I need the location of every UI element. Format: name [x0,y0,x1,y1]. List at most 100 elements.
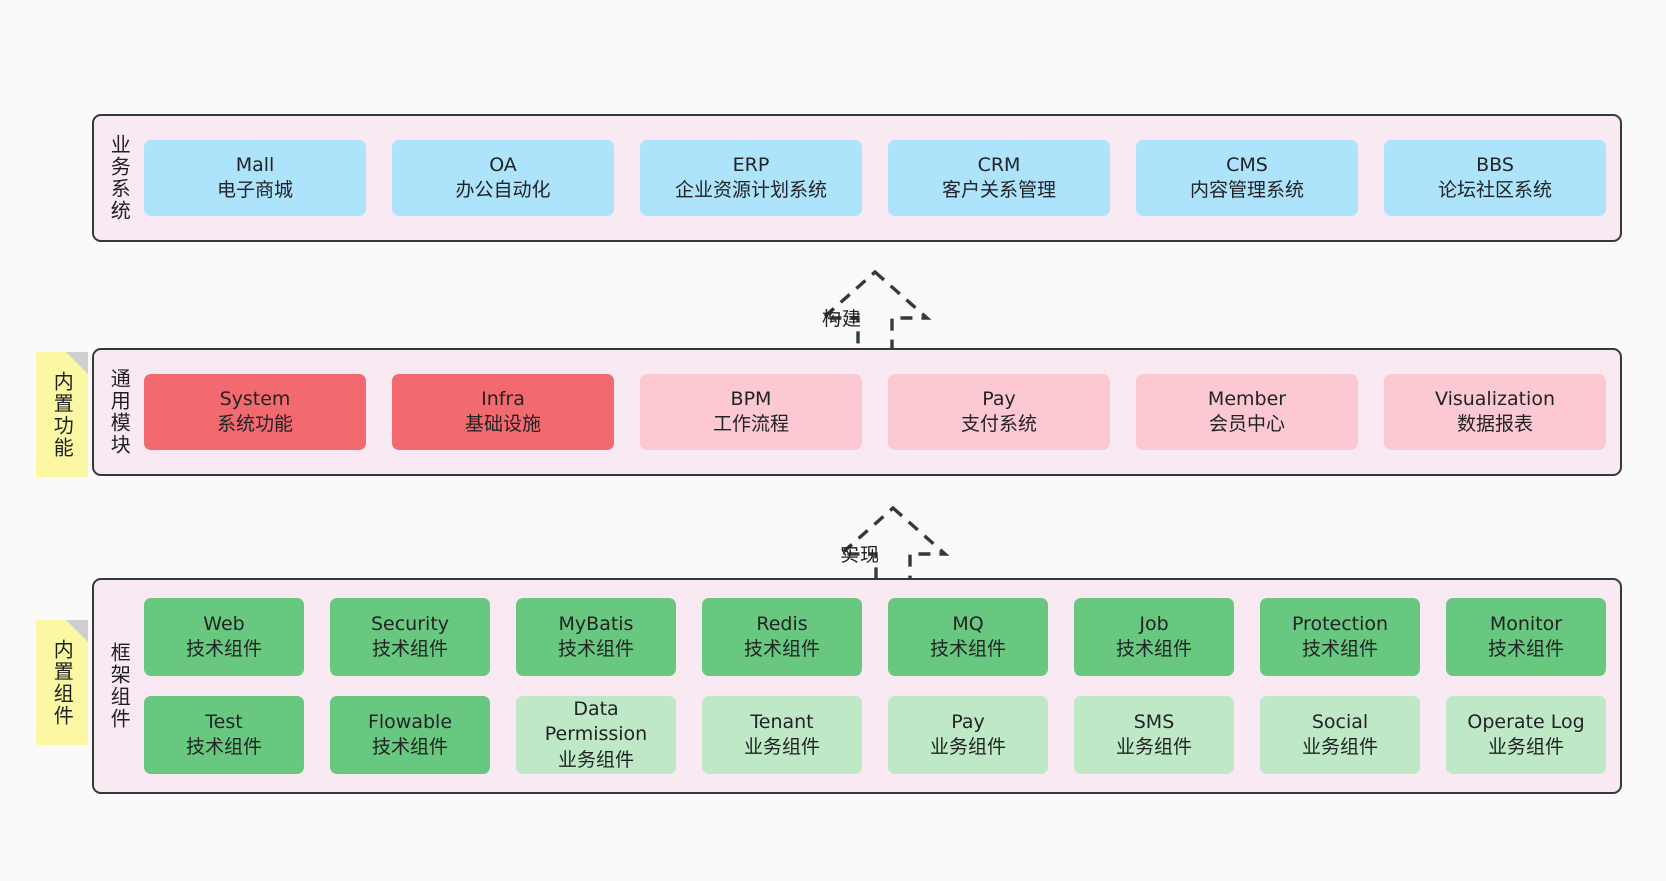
card-subtitle: 办公自动化 [455,179,551,201]
card-flowable[interactable]: Flowable 技术组件 [330,696,490,774]
card-subtitle: 技术组件 [1301,638,1378,660]
card-title: Social [1311,710,1369,733]
card-mq[interactable]: MQ 技术组件 [888,598,1048,676]
card-subtitle: 企业资源计划系统 [674,179,827,201]
card-security[interactable]: Security 技术组件 [330,598,490,676]
card-subtitle: 会员中心 [1208,413,1285,435]
card-pay[interactable]: Pay 支付系统 [888,374,1110,450]
card-social[interactable]: Social 业务组件 [1260,696,1420,774]
card-bbs[interactable]: BBS 论坛社区系统 [1384,140,1606,216]
card-title: Pay [951,710,985,733]
card-title: CMS [1226,153,1268,176]
card-subtitle: 技术组件 [371,736,448,758]
card-monitor[interactable]: Monitor 技术组件 [1446,598,1606,676]
card-row: Web 技术组件 Security 技术组件 MyBatis 技术组件 Redi… [144,598,1606,676]
card-crm[interactable]: CRM 客户关系管理 [888,140,1110,216]
card-title: Data Permission [544,698,648,746]
card-sms[interactable]: SMS 业务组件 [1074,696,1234,774]
card-title: Monitor [1489,612,1563,635]
card-title: Flowable [367,710,453,733]
card-erp[interactable]: ERP 企业资源计划系统 [640,140,862,216]
card-title: Visualization [1434,387,1555,410]
layer-title-framework-component: 框架组件 [107,642,132,730]
card-protection[interactable]: Protection 技术组件 [1260,598,1420,676]
card-subtitle: 技术组件 [185,736,262,758]
card-row: System 系统功能 Infra 基础设施 BPM 工作流程 Pay 支付系统… [144,374,1606,450]
card-subtitle: 技术组件 [1487,638,1564,660]
card-oa[interactable]: OA 办公自动化 [392,140,614,216]
card-title: Mall [235,153,275,176]
card-title: Tenant [750,710,814,733]
card-title: Redis [756,612,808,635]
card-member[interactable]: Member 会员中心 [1136,374,1358,450]
card-subtitle: 技术组件 [743,638,820,660]
card-subtitle: 业务组件 [1115,736,1192,758]
card-title: ERP [732,153,770,176]
card-subtitle: 系统功能 [216,413,293,435]
card-subtitle: 支付系统 [960,413,1037,435]
card-tenant[interactable]: Tenant 业务组件 [702,696,862,774]
card-subtitle: 业务组件 [1301,736,1378,758]
layer-title-common-module: 通用模块 [107,368,132,456]
card-subtitle: 内容管理系统 [1189,179,1304,201]
card-title: SMS [1133,710,1175,733]
card-title: Operate Log [1467,710,1585,733]
card-title: BPM [730,387,772,410]
arrow-label-realize: 实现 [839,544,880,566]
card-subtitle: 业务组件 [557,748,634,771]
layer-business-system: 业务系统 Mall 电子商城 OA 办公自动化 ERP 企业资源计划系统 CRM… [92,114,1622,242]
card-subtitle: 业务组件 [743,736,820,758]
card-subtitle: 客户关系管理 [941,179,1056,201]
card-row: Test 技术组件 Flowable 技术组件 Data Permission … [144,696,1606,774]
card-title: Web [203,612,245,635]
card-title: Pay [982,387,1016,410]
card-subtitle: 技术组件 [1115,638,1192,660]
card-mall[interactable]: Mall 电子商城 [144,140,366,216]
card-subtitle: 数据报表 [1456,413,1533,435]
card-operate-log[interactable]: Operate Log 业务组件 [1446,696,1606,774]
layer-framework-component: 框架组件 Web 技术组件 Security 技术组件 MyBatis 技术组件… [92,578,1622,794]
card-title: Test [205,710,243,733]
card-test[interactable]: Test 技术组件 [144,696,304,774]
card-title: OA [489,153,517,176]
layer-common-module: 通用模块 System 系统功能 Infra 基础设施 BPM 工作流程 Pay… [92,348,1622,476]
arrow-label-build: 构建 [821,308,862,330]
card-system[interactable]: System 系统功能 [144,374,366,450]
card-visualization[interactable]: Visualization 数据报表 [1384,374,1606,450]
card-title: MQ [952,612,984,635]
card-title: System [219,387,291,410]
layer-body-framework-component: Web 技术组件 Security 技术组件 MyBatis 技术组件 Redi… [144,580,1620,792]
card-subtitle: 技术组件 [371,638,448,660]
card-data-permission[interactable]: Data Permission 业务组件 [516,696,676,774]
arrow-realize: 实现 [775,500,950,594]
card-redis[interactable]: Redis 技术组件 [702,598,862,676]
layer-body-business-system: Mall 电子商城 OA 办公自动化 ERP 企业资源计划系统 CRM 客户关系… [144,116,1620,240]
card-subtitle: 技术组件 [557,638,634,660]
card-web[interactable]: Web 技术组件 [144,598,304,676]
card-title: Member [1207,387,1287,410]
card-subtitle: 电子商城 [216,179,293,201]
card-subtitle: 技术组件 [929,638,1006,660]
note-label: 内置组件 [50,638,75,727]
card-row: Mall 电子商城 OA 办公自动化 ERP 企业资源计划系统 CRM 客户关系… [144,140,1606,216]
card-title: CRM [977,153,1021,176]
note-builtin-component: 内置组件 [36,620,88,745]
card-job[interactable]: Job 技术组件 [1074,598,1234,676]
card-title: Job [1139,612,1169,635]
card-cms[interactable]: CMS 内容管理系统 [1136,140,1358,216]
card-subtitle: 基础设施 [464,413,541,435]
card-title: Protection [1291,612,1389,635]
card-pay-business[interactable]: Pay 业务组件 [888,696,1048,774]
card-title: BBS [1476,153,1514,176]
arrow-build: 构建 [757,264,932,358]
card-bpm[interactable]: BPM 工作流程 [640,374,862,450]
card-infra[interactable]: Infra 基础设施 [392,374,614,450]
layer-body-common-module: System 系统功能 Infra 基础设施 BPM 工作流程 Pay 支付系统… [144,350,1620,474]
card-mybatis[interactable]: MyBatis 技术组件 [516,598,676,676]
layer-title-business-system: 业务系统 [107,134,132,222]
card-subtitle: 技术组件 [185,638,262,660]
card-title: Security [370,612,450,635]
card-subtitle: 工作流程 [712,413,789,435]
card-subtitle: 业务组件 [929,736,1006,758]
